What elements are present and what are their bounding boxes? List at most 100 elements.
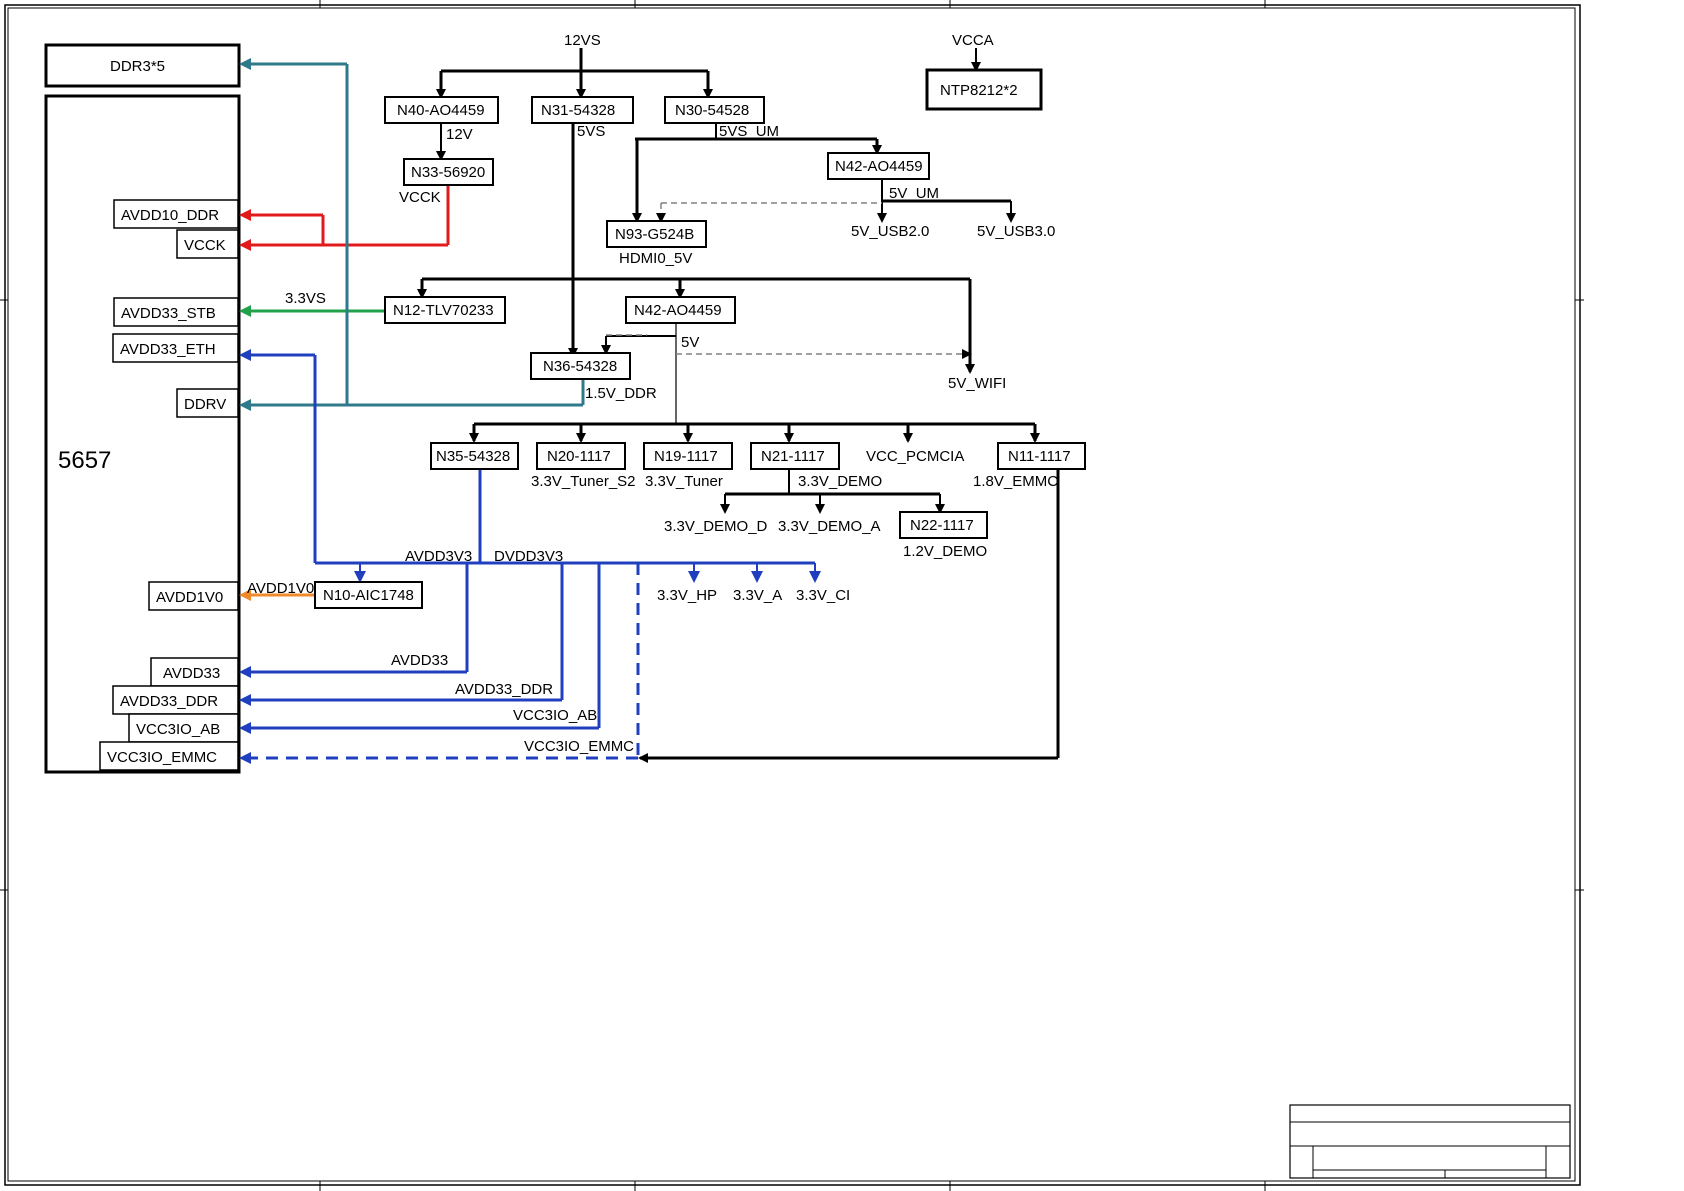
pin-avdd33-stb: [113, 297, 239, 327]
box-n35: [430, 442, 519, 470]
regulator-labels: N40-AO4459 N31-54328 N30-54528 N33-56920…: [323, 82, 1071, 604]
net-usb2: 5V_USB2.0: [851, 223, 929, 240]
regulator-boxes: [314, 96, 1086, 609]
net-5vs-um: 5VS_UM: [719, 123, 779, 140]
net-demo: 3.3V_DEMO: [798, 473, 882, 490]
net-avdd33: AVDD33: [391, 652, 448, 669]
blue-wires: [239, 349, 821, 764]
chip-label: 5657: [58, 447, 111, 474]
n40-label: N40-AO4459: [397, 102, 485, 119]
net-12v: 12V: [446, 126, 473, 143]
net-demo-d: 3.3V_DEMO_D: [664, 518, 768, 535]
box-n33: [403, 158, 494, 186]
net-emmc18: 1.8V_EMMC: [973, 473, 1058, 490]
net-dvdd3v3: DVDD3V3: [494, 548, 563, 565]
red-wires: [239, 185, 450, 251]
net-hdmi: HDMI0_5V: [619, 250, 692, 267]
net-hp: 3.3V_HP: [657, 587, 717, 604]
net-12vs: 12VS: [564, 32, 601, 49]
pin-avdd10-ddr: [113, 199, 239, 229]
ddr3-block: [44, 43, 241, 88]
pin-avdd33-ddr-label: AVDD33_DDR: [120, 693, 218, 710]
box-n30: [664, 96, 765, 124]
pin-avdd33-ddr: [112, 685, 239, 715]
net-vcck: VCCK: [399, 189, 441, 206]
n42b-label: N42-AO4459: [634, 302, 722, 319]
n22-label: N22-1117: [910, 517, 974, 534]
net-tuner: 3.3V_Tuner: [645, 473, 723, 490]
pin-vcc3io-emmc: [99, 741, 239, 771]
box-n40: [384, 96, 499, 124]
pin-avdd1v0: [148, 581, 239, 611]
n11-label: N11-1117: [1008, 448, 1071, 465]
n20-label: N20-1117: [547, 448, 611, 465]
ntp-label: NTP8212*2: [940, 82, 1018, 99]
pin-ddrv-label: DDRV: [184, 396, 226, 413]
net-5vs: 5VS: [577, 123, 605, 140]
net-vcc3io-ab: VCC3IO_AB: [513, 707, 597, 724]
pin-boxes: AVDD10_DDR VCCK AVDD33_STB AVDD33_ETH DD…: [99, 199, 239, 771]
pin-vcc3io-emmc-label: VCC3IO_EMMC: [107, 749, 217, 766]
n36-label: N36-54328: [543, 358, 617, 375]
pin-vcc3io-ab: [128, 713, 239, 743]
pin-vcck-label: VCCK: [184, 237, 226, 254]
box-n36: [530, 352, 631, 380]
net-vcc-pcmcia: VCC_PCMCIA: [866, 448, 964, 465]
n21-label: N21-1117: [761, 448, 825, 465]
n12-label: N12-TLV70233: [393, 302, 494, 319]
pin-avdd1v0-label: AVDD1V0: [156, 589, 223, 606]
pin-avdd33-eth: [112, 333, 239, 363]
box-n42b: [625, 296, 736, 324]
box-n10: [314, 581, 423, 609]
net-avdd3v3: AVDD3V3: [405, 548, 472, 565]
net-ci: 3.3V_CI: [796, 587, 850, 604]
teal-wires: [239, 58, 585, 411]
n33-label: N33-56920: [411, 164, 485, 181]
net-avdd33-ddr: AVDD33_DDR: [455, 681, 553, 698]
pin-avdd33: [150, 657, 239, 687]
n31-label: N31-54328: [541, 102, 615, 119]
net-vcca: VCCA: [952, 32, 994, 49]
box-n42a: [827, 152, 930, 180]
black-wires: [417, 48, 1060, 763]
pin-avdd33-stb-label: AVDD33_STB: [121, 305, 216, 322]
box-n31: [531, 96, 634, 124]
net-labels: 12VS VCCA 12V 5VS 5VS_UM VCCK 5V_UM 5V_U…: [247, 32, 1058, 755]
box-n12: [384, 296, 506, 324]
box-n20: [536, 442, 626, 470]
pin-vcc3io-ab-label: VCC3IO_AB: [136, 721, 220, 738]
net-vcc3io-emmc: VCC3IO_EMMC: [524, 738, 634, 755]
box-n21: [750, 442, 840, 470]
box-n11: [997, 442, 1086, 470]
box-n19: [643, 442, 733, 470]
n42a-label: N42-AO4459: [835, 158, 923, 175]
dashed-links: [606, 202, 972, 359]
ntp8212-block: [925, 68, 1043, 111]
net-5v-um: 5V_UM: [889, 185, 939, 202]
box-n22: [899, 511, 988, 539]
net-avdd1v0: AVDD1V0: [247, 580, 314, 597]
net-tuner-s2: 3.3V_Tuner_S2: [531, 473, 636, 490]
net-5v: 5V: [681, 334, 699, 351]
n93-label: N93-G524B: [615, 226, 694, 243]
page-frame: [0, 0, 1584, 1191]
box-n93: [606, 220, 707, 248]
ddr3-label: DDR3*5: [110, 58, 165, 75]
net-wifi: 5V_WIFI: [948, 375, 1006, 392]
pin-avdd33-label: AVDD33: [163, 665, 220, 682]
net-ddr15: 1.5V_DDR: [585, 385, 657, 402]
net-demo-a: 3.3V_DEMO_A: [778, 518, 881, 535]
n35-label: N35-54328: [436, 448, 510, 465]
pin-vcck: [176, 229, 239, 259]
net-demo12: 1.2V_DEMO: [903, 543, 987, 560]
net-usb3: 5V_USB3.0: [977, 223, 1055, 240]
pin-avdd33-eth-label: AVDD33_ETH: [120, 341, 216, 358]
net-a: 3.3V_A: [733, 587, 782, 604]
n30-label: N30-54528: [675, 102, 749, 119]
pin-avdd10-ddr-label: AVDD10_DDR: [121, 207, 219, 224]
n10-label: N10-AIC1748: [323, 587, 414, 604]
title-block: [1289, 1104, 1571, 1179]
n19-label: N19-1117: [654, 448, 718, 465]
pin-ddrv: [176, 388, 239, 418]
